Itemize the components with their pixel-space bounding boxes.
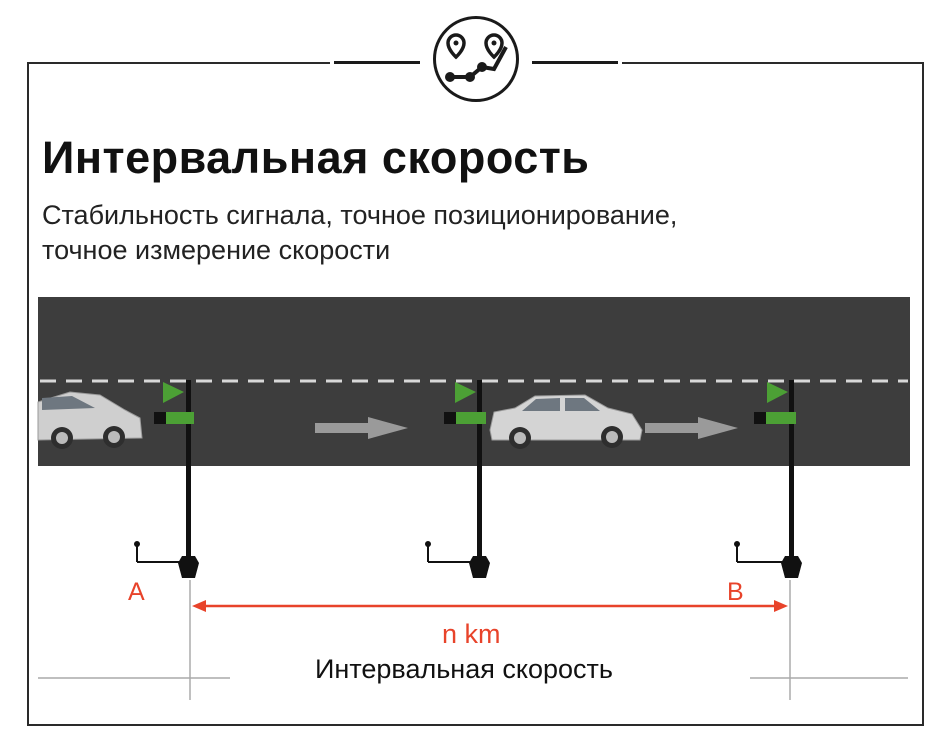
decor-line-right: [532, 61, 618, 64]
motion-arrow-1: [315, 417, 408, 439]
subtitle-line-1: Стабильность сигнала, точное позициониро…: [42, 200, 678, 230]
logo-badge: [433, 16, 519, 102]
sensor-pole-b: [734, 380, 802, 578]
car-middle: [489, 394, 643, 449]
sensor-pole-middle: [425, 380, 490, 578]
decor-line-left: [334, 61, 420, 64]
sensor-pole-a: [134, 380, 199, 578]
diagram-caption: Интервальная скорость: [315, 654, 613, 684]
car-left: [37, 391, 143, 449]
distance-label: n km: [442, 619, 501, 649]
subtitle-line-2: точное измерение скорости: [42, 235, 391, 265]
page-title: Интервальная скорость: [42, 132, 590, 183]
point-a-label: A: [128, 578, 145, 606]
route-pins-icon: [445, 33, 508, 82]
motion-arrow-2: [645, 417, 738, 439]
distance-arrow: [192, 600, 788, 612]
point-b-label: B: [727, 578, 744, 606]
